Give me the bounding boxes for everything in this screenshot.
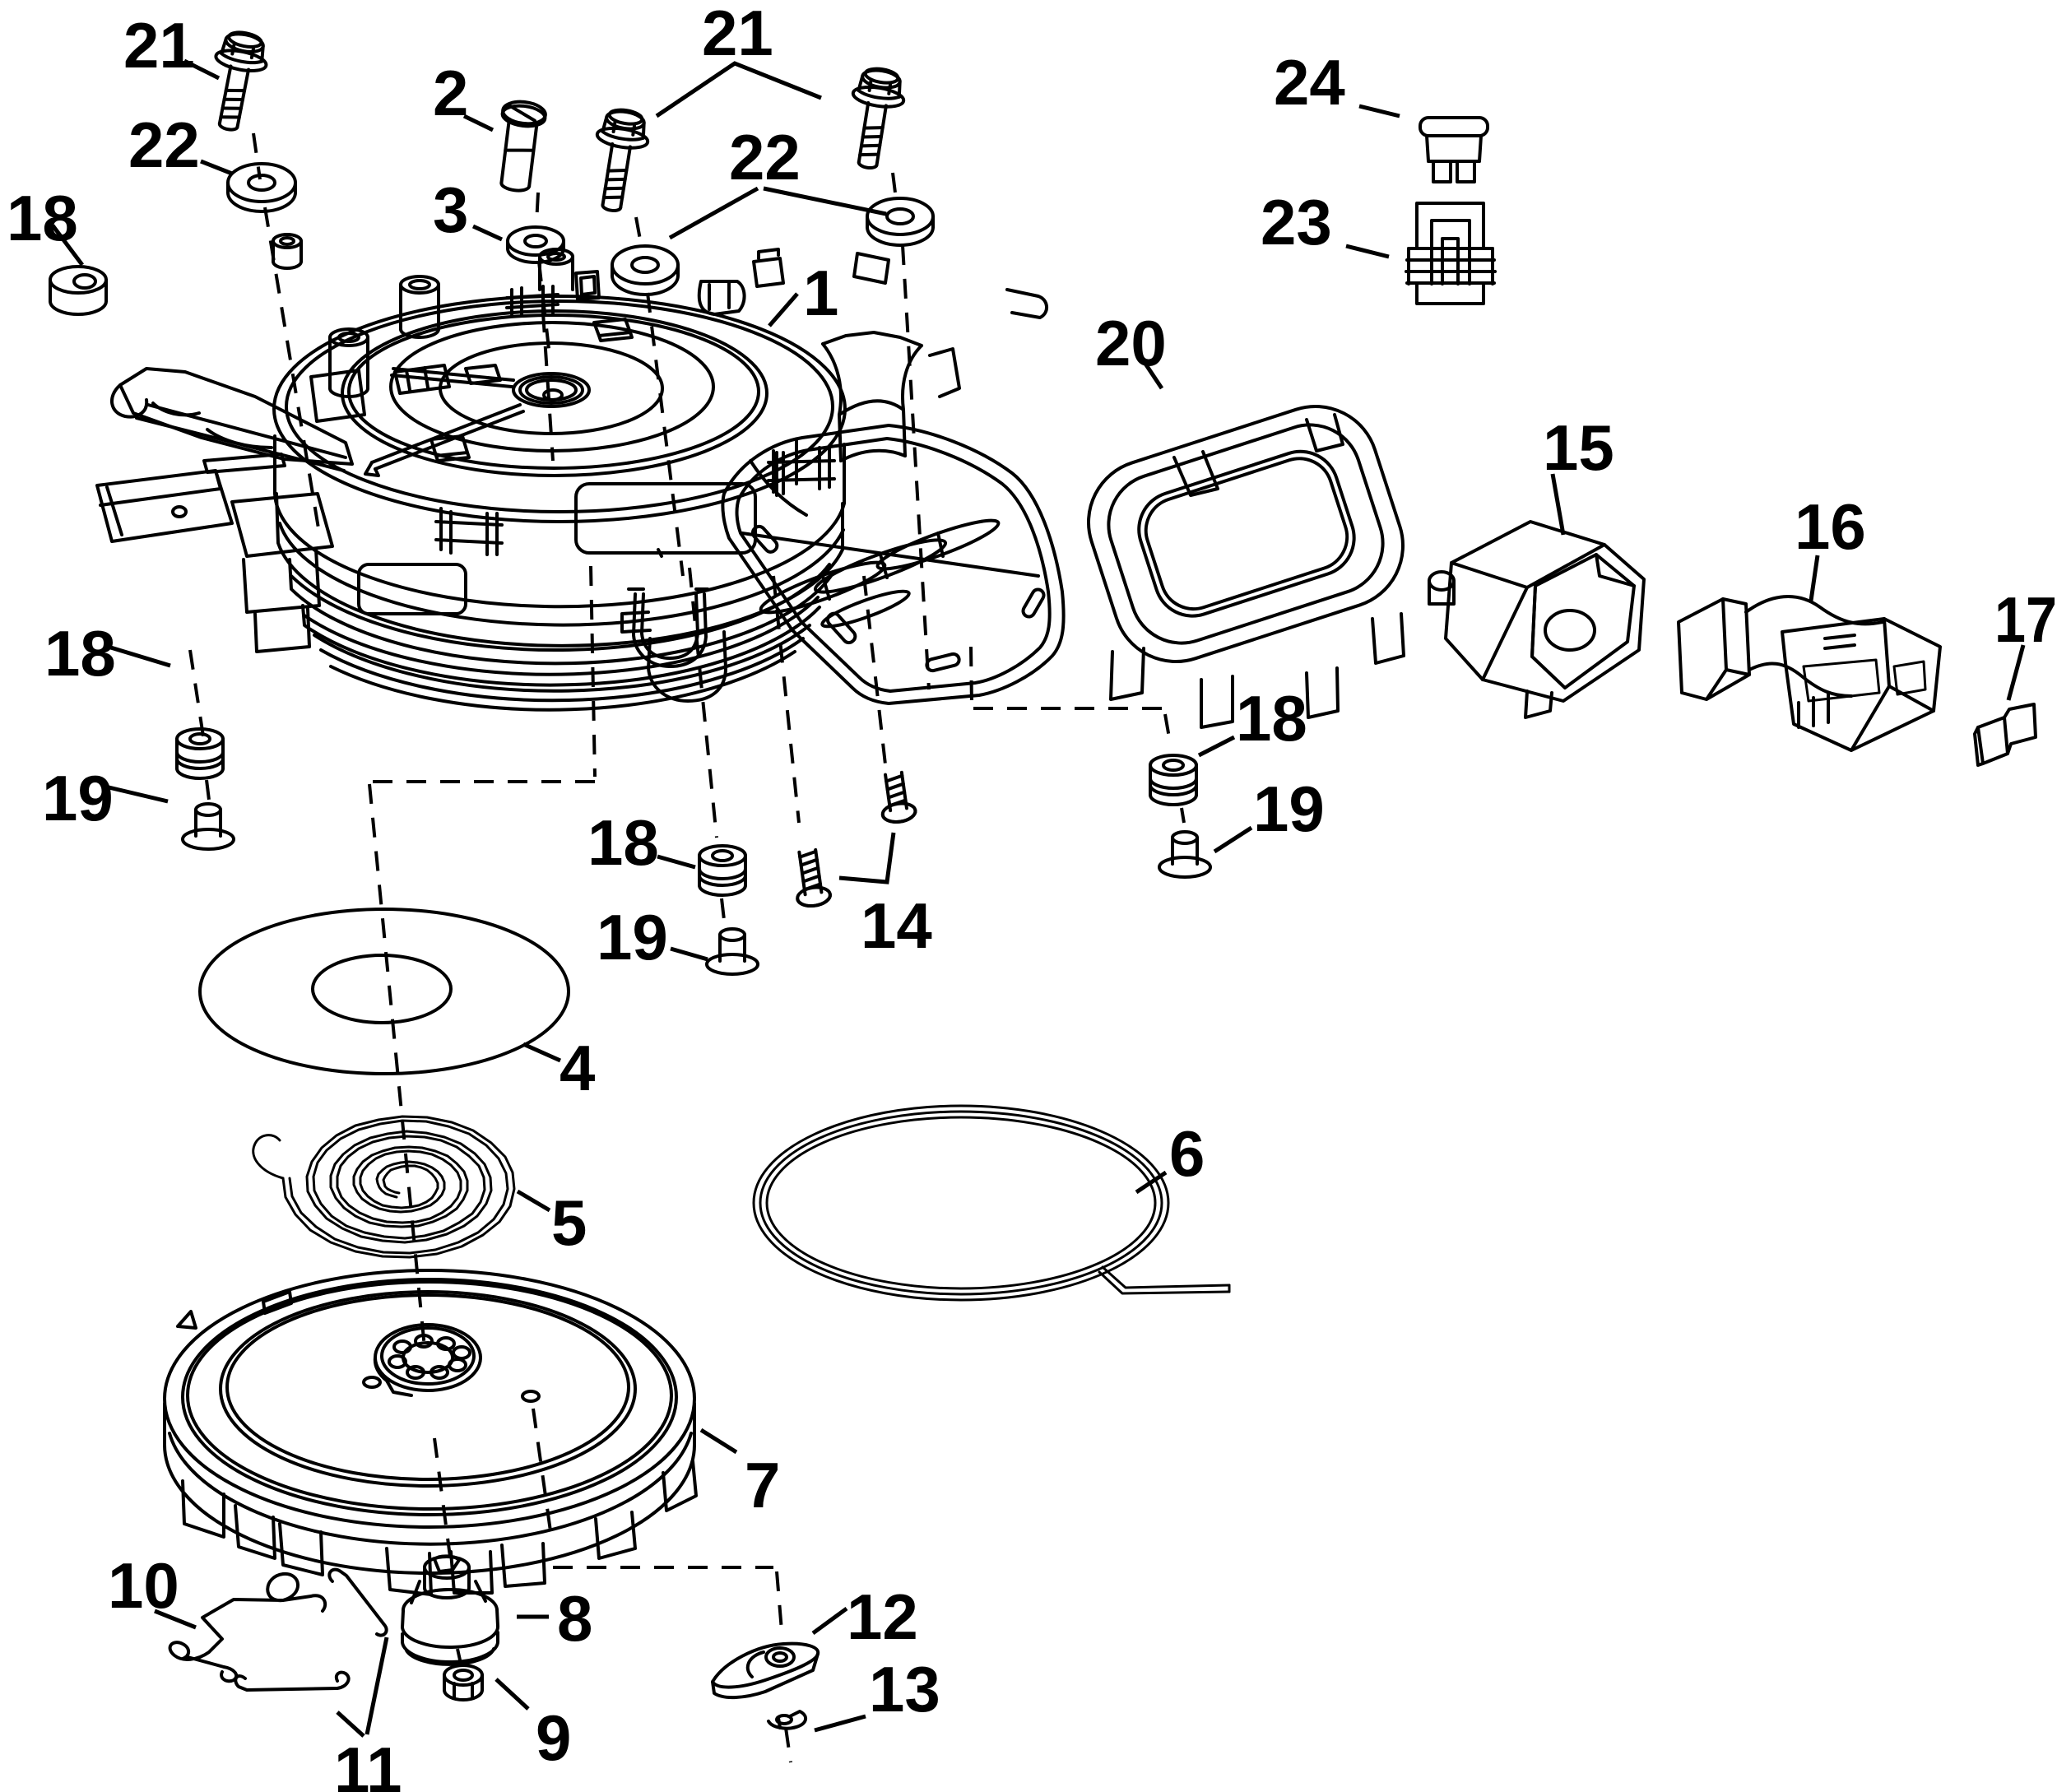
svg-text:6: 6 [1169, 1117, 1205, 1190]
svg-text:15: 15 [1543, 411, 1614, 484]
svg-text:13: 13 [869, 1653, 940, 1725]
svg-text:2: 2 [433, 57, 468, 129]
svg-text:9: 9 [536, 1701, 571, 1774]
svg-text:22: 22 [128, 109, 200, 181]
svg-text:3: 3 [433, 174, 468, 246]
svg-text:19: 19 [597, 901, 668, 973]
svg-text:11: 11 [334, 1734, 402, 1792]
svg-text:19: 19 [1253, 773, 1325, 845]
svg-text:17: 17 [1994, 583, 2057, 656]
svg-text:21: 21 [702, 0, 773, 69]
svg-text:16: 16 [1795, 490, 1866, 563]
svg-text:1: 1 [803, 257, 838, 329]
svg-text:5: 5 [551, 1186, 587, 1259]
svg-text:18: 18 [587, 806, 659, 879]
svg-text:7: 7 [745, 1449, 780, 1521]
svg-text:12: 12 [847, 1581, 918, 1653]
svg-text:14: 14 [861, 889, 932, 962]
svg-text:20: 20 [1095, 307, 1167, 379]
svg-text:18: 18 [1236, 682, 1307, 754]
svg-text:18: 18 [7, 182, 78, 254]
svg-text:10: 10 [108, 1549, 179, 1622]
svg-text:22: 22 [729, 121, 801, 193]
svg-text:18: 18 [44, 617, 116, 689]
svg-text:23: 23 [1261, 186, 1332, 258]
svg-text:21: 21 [123, 9, 195, 81]
svg-text:8: 8 [557, 1582, 592, 1655]
svg-text:24: 24 [1274, 46, 1345, 118]
svg-text:4: 4 [560, 1032, 595, 1104]
svg-text:19: 19 [42, 762, 114, 834]
